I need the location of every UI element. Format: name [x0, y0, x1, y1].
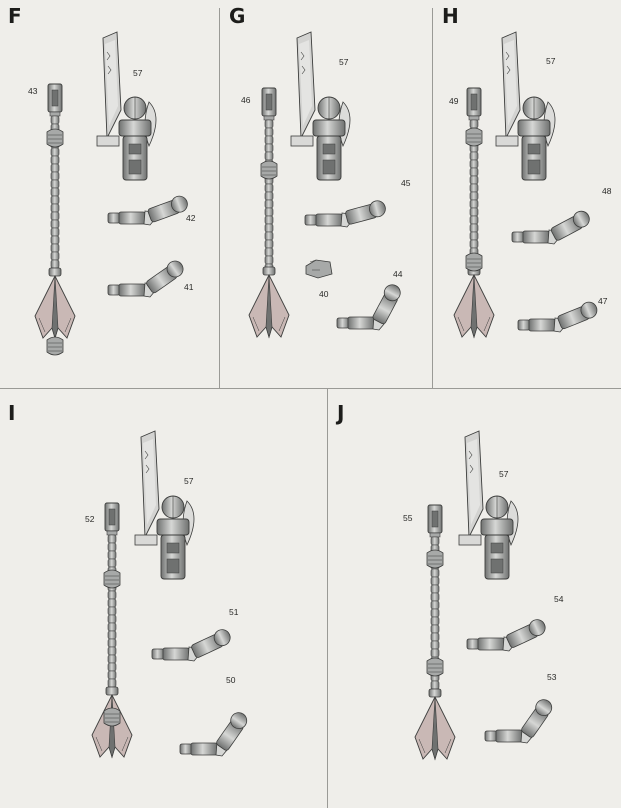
arm-lower-part [327, 389, 621, 539]
panel-g: G 46 57 45 40 44 [219, 0, 432, 388]
part-number-arm-lower: 50 [226, 675, 235, 685]
panel-i: I 52 57 51 50 [0, 389, 327, 808]
part-number-staff: 49 [449, 96, 458, 106]
part-number-staff: 46 [241, 95, 250, 105]
part-number-blade: 57 [339, 57, 348, 67]
part-number-arm-lower: 47 [598, 296, 607, 306]
part-number-blade: 57 [546, 56, 555, 66]
part-number-blade: 57 [499, 469, 508, 479]
part-number-arm-upper: 45 [401, 178, 410, 188]
part-number-blade: 57 [133, 68, 142, 78]
panel-h: H 49 57 48 47 [432, 0, 621, 388]
part-number-arm-upper: 51 [229, 607, 238, 617]
part-number-arm-upper: 54 [554, 594, 563, 604]
part-number-staff: 55 [403, 513, 412, 523]
part-number-arm-lower: 41 [184, 282, 193, 292]
arm-lower-part [0, 389, 300, 539]
part-number-arm-upper: 48 [602, 186, 611, 196]
panel-j: J 55 57 54 53 [327, 389, 621, 808]
panel-f: F 43 57 42 41 [0, 0, 219, 388]
part-number-arm-lower: 53 [547, 672, 556, 682]
part-number-arm-lower: 44 [393, 269, 402, 279]
part-number-staff: 43 [28, 86, 37, 96]
part-number-arm-upper: 42 [186, 213, 195, 223]
arm-lower-part [432, 0, 621, 150]
part-number-hand: 40 [319, 289, 328, 299]
part-number-staff: 52 [85, 514, 94, 524]
part-number-blade: 57 [184, 476, 193, 486]
